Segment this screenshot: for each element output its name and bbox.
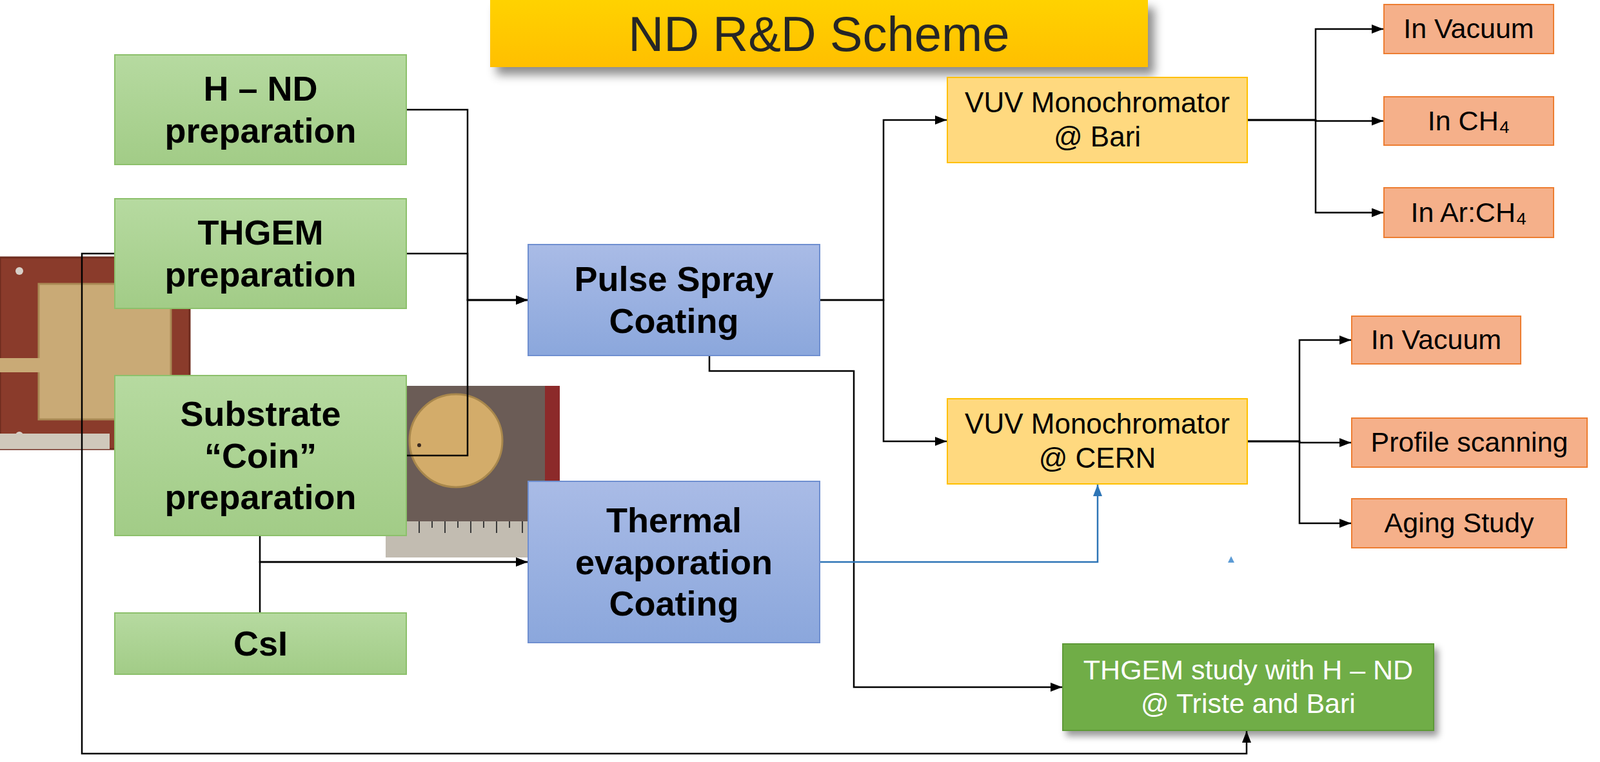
study-box: THGEM study with H – ND @ Triste and Bar… <box>1062 642 1435 731</box>
coin-ruler <box>385 521 538 558</box>
title-text: ND R&D Scheme <box>628 5 1010 62</box>
measurement-box: Aging Study <box>1351 497 1568 549</box>
connector-arrow <box>820 119 947 300</box>
thgem-screw <box>15 266 24 275</box>
connector-arrow <box>406 109 528 300</box>
node-label: THGEM preparation <box>128 211 393 296</box>
measurement-box: In CH₄ <box>1383 96 1555 146</box>
connector-arrow <box>820 484 1098 562</box>
node-label: In Vacuum <box>1371 323 1502 357</box>
node-label: Pulse Spray Coating <box>541 257 807 342</box>
connector-arrow <box>259 535 528 562</box>
measurement-box: In Ar:CH₄ <box>1383 187 1555 238</box>
connector-arrow <box>1247 119 1384 213</box>
material-box: CsI <box>114 612 407 675</box>
node-label: In CH₄ <box>1427 104 1510 139</box>
node-label: Substrate “Coin” preparation <box>128 392 393 518</box>
connector-arrow <box>1247 441 1352 524</box>
node-label: THGEM study with H – ND @ Triste and Bar… <box>1076 653 1421 720</box>
connector-arrow <box>259 561 528 613</box>
measurement-box: In Vacuum <box>1351 315 1522 365</box>
coin-hole <box>417 443 422 447</box>
ruler-ticks <box>393 521 523 533</box>
connector-arrow <box>1247 339 1352 442</box>
process-box: Thermal evaporation Coating <box>527 480 821 643</box>
preparation-box: H – ND preparation <box>114 54 407 166</box>
connector-arrow <box>1247 29 1384 120</box>
coin-substrate <box>409 394 503 487</box>
node-label: Aging Study <box>1384 506 1535 540</box>
node-label: Profile scanning <box>1371 425 1569 460</box>
node-label: Thermal evaporation Coating <box>541 499 807 625</box>
thgem-strip <box>0 357 40 373</box>
preparation-box: Substrate “Coin” preparation <box>114 374 407 536</box>
thgem-ruler <box>0 433 110 449</box>
node-label: In Vacuum <box>1403 12 1534 46</box>
node-label: H – ND preparation <box>128 67 393 152</box>
node-label: VUV Monochromator @ CERN <box>960 406 1234 476</box>
title-banner: ND R&D Scheme <box>490 0 1148 68</box>
facility-box: VUV Monochromator @ CERN <box>946 397 1248 485</box>
node-label: CsI <box>233 622 288 665</box>
process-box: Pulse Spray Coating <box>527 243 821 356</box>
connector-arrow <box>406 253 528 300</box>
node-label: VUV Monochromator @ Bari <box>960 85 1234 155</box>
preparation-box: THGEM preparation <box>114 197 407 309</box>
connector-arrow <box>406 299 528 456</box>
stray-marker <box>1227 555 1235 563</box>
measurement-box: In Vacuum <box>1383 3 1555 55</box>
node-label: In Ar:CH₄ <box>1410 196 1527 230</box>
measurement-box: Profile scanning <box>1351 417 1588 468</box>
facility-box: VUV Monochromator @ Bari <box>946 76 1248 164</box>
